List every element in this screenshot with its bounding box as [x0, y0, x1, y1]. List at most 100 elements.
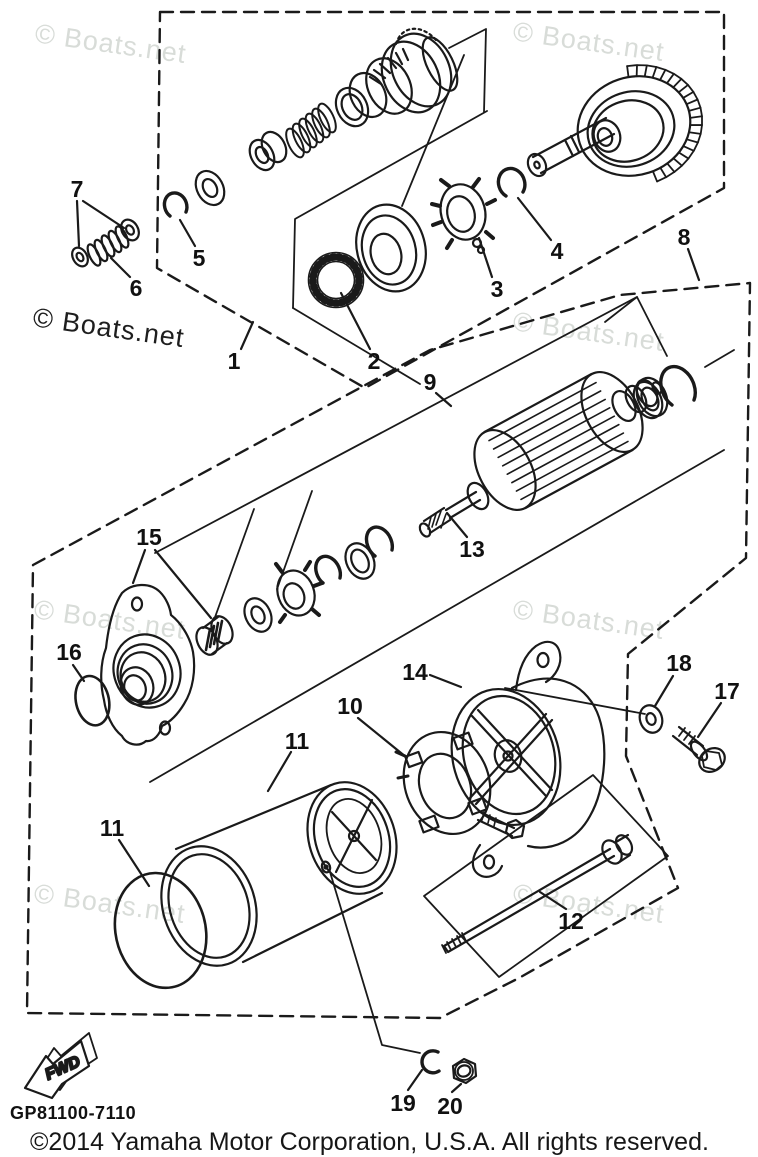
gear-tooth [688, 106, 702, 112]
part-callout-17: 17 [714, 678, 740, 704]
gear-tooth [685, 138, 699, 144]
washer-drawing [194, 169, 226, 207]
callout-leader-18 [653, 674, 675, 708]
group-box-8 [25, 281, 752, 1020]
part-callout-19: 19 [390, 1090, 416, 1116]
callout-leader-11 [266, 750, 293, 793]
part-callout-12: 12 [558, 908, 584, 934]
gear-tooth [666, 72, 675, 85]
part-callout-9: 9 [424, 369, 437, 395]
part-callout-16: 16 [56, 639, 82, 665]
washer-7b-drawing [120, 218, 140, 242]
washer-drawing [243, 597, 273, 633]
callout-leader-8 [686, 247, 701, 282]
callout-leader-1 [239, 320, 255, 351]
brush-holder-10-drawing [394, 730, 526, 840]
shaft-circlip-drawing [659, 364, 697, 407]
e-clip-19-drawing [420, 1049, 441, 1075]
gear-tooth [651, 66, 658, 79]
callout-leader-17 [696, 701, 723, 739]
gear-tooth [626, 65, 630, 78]
gear-tooth [688, 131, 702, 135]
drive-shaft-drawing [526, 116, 616, 178]
part-callout-11: 11 [285, 728, 310, 754]
boats-net-watermark: © Boats.net [31, 302, 186, 353]
gasket-11-drawing [113, 871, 208, 990]
nut-20-drawing [451, 1057, 478, 1085]
part-callout-20: 20 [437, 1093, 463, 1119]
part-callout-8: 8 [678, 224, 691, 250]
gear-tooth [682, 145, 695, 152]
callout-leader-13 [445, 511, 469, 539]
collar-drawing [248, 130, 288, 172]
armature-lamination [515, 432, 625, 492]
callout-leader-20 [450, 1082, 463, 1094]
gear-tooth [672, 157, 683, 167]
end-cover-14-drawing [450, 640, 606, 878]
fwd-arrow: FWD [23, 1032, 98, 1100]
lock-washer-drawing [274, 560, 324, 624]
callout-leader-9 [434, 391, 453, 408]
needle-bearing-drawing [195, 615, 234, 656]
gear-tooth [666, 162, 676, 173]
armature-parts [418, 364, 697, 538]
drive-gear-drawing [576, 64, 703, 183]
pinion-spring-drawing [285, 102, 337, 159]
washer-18-drawing [638, 704, 664, 734]
circlip-drawing [314, 554, 343, 585]
part-callout-1: 1 [228, 348, 241, 374]
callout-leader-7 [75, 199, 81, 248]
armature-lamination [501, 407, 611, 467]
gear-tooth [672, 77, 683, 89]
end-bracket-15-drawing [100, 583, 196, 746]
group-box-1 [155, 10, 726, 390]
part-callout-4: 4 [551, 238, 564, 264]
bolt-17-drawing [671, 725, 726, 773]
washer-7a-drawing [71, 246, 89, 268]
circlip-4-drawing [496, 166, 527, 198]
motor-housing-11-drawing [160, 781, 398, 967]
gear-tooth [659, 68, 667, 81]
callout-leader-5 [178, 218, 197, 248]
gear-tooth [689, 115, 703, 119]
gear-tooth [651, 170, 658, 183]
gear-tooth-arc [626, 64, 703, 183]
callout-leader-4 [516, 196, 553, 242]
o-ring-16-drawing [74, 674, 111, 727]
part-callout-3: 3 [491, 276, 504, 302]
part-callout-7: 7 [71, 176, 84, 202]
stopper-ring-2-drawing [307, 251, 365, 309]
part-callout-2: 2 [368, 348, 381, 374]
callout-leader-12 [538, 890, 568, 911]
armature-13-drawing [418, 371, 663, 538]
part-callout-6: 6 [130, 275, 143, 301]
boats-net-watermark: © Boats.net [32, 878, 187, 929]
callout-leader-14 [428, 673, 463, 689]
part-callout-15: 15 [136, 524, 162, 550]
circlip-drawing [364, 525, 395, 558]
callout-leader-7 [81, 199, 126, 230]
armature-lamination [492, 390, 602, 450]
boats-net-watermark: © Boats.net [32, 594, 187, 645]
construction-lines [149, 28, 735, 1054]
gear-tooth [677, 84, 689, 94]
drawing-number: GP81100-7110 [10, 1103, 136, 1123]
callout-leader-15 [153, 548, 213, 620]
part-callout-13: 13 [459, 536, 485, 562]
boats-net-watermark: © Boats.net [511, 878, 666, 929]
part-callout-14: 14 [402, 659, 428, 685]
part-callout-5: 5 [193, 245, 206, 271]
callout-leader-2 [339, 291, 372, 351]
spring-plug-6-drawing [86, 225, 130, 267]
gear-tooth [685, 98, 699, 106]
gear-tooth [682, 90, 695, 99]
drive-unit-parts [71, 27, 703, 309]
callout-leader-10 [356, 716, 408, 759]
callout-leader-15 [131, 548, 147, 585]
gear-tooth [677, 151, 690, 160]
callout-leader-3 [477, 236, 494, 279]
pinion-clutch-drawing [334, 27, 459, 128]
